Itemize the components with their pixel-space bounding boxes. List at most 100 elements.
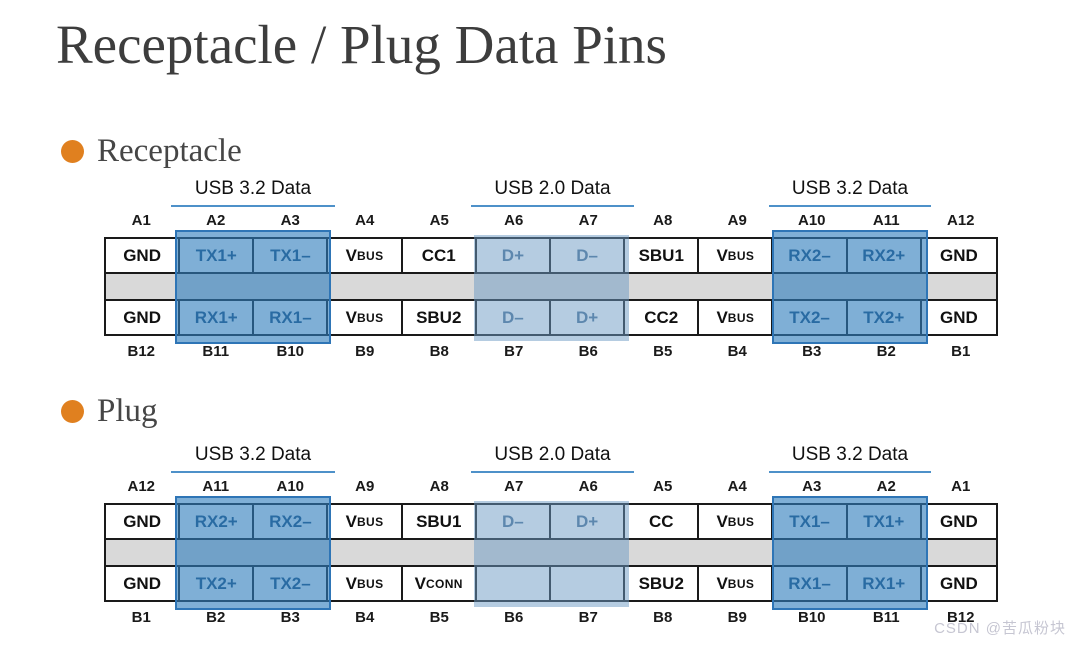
section-heading-label: Plug [97, 393, 158, 429]
pin-cell: RX1– [773, 567, 848, 600]
orange-bullet-icon [61, 400, 84, 423]
pin-cell: RX2– [254, 505, 329, 538]
pin-label: A4 [727, 478, 747, 495]
group-label-usb32-left: USB 3.2 Data [171, 444, 335, 473]
connector-body-spacer [106, 274, 996, 301]
pin-label: B5 [429, 609, 449, 626]
pin-cell: CC2 [625, 301, 700, 334]
pin-cell: GND [940, 573, 978, 593]
a-pin-labels: A1 A2 A3 A4 A5 A6 A7 A8 A9 A10 A11 A12 [104, 212, 998, 229]
pin-label: A3 [802, 478, 822, 495]
pin-label: A4 [355, 212, 375, 229]
pin-cell: GND [940, 511, 978, 531]
pin-cell: TX1– [254, 239, 329, 272]
pin-label: A12 [946, 212, 975, 229]
pin-label: A10 [276, 478, 305, 495]
pin-cell: D+ [551, 301, 626, 334]
pin-cell: TX1– [773, 505, 848, 538]
pin-cell: TX2+ [848, 301, 922, 334]
pin-cell: TX2+ [180, 567, 255, 600]
pin-label: B10 [797, 609, 826, 626]
pin-cell: GND [106, 567, 181, 600]
pin-label: B2 [876, 343, 896, 360]
group-label-usb20: USB 2.0 Data [471, 444, 634, 473]
page-title: Receptacle / Plug Data Pins [56, 14, 667, 75]
pin-label: A7 [578, 212, 598, 229]
pin-label: B7 [578, 609, 598, 626]
pin-label: B6 [504, 609, 524, 626]
plug-pin-diagram: USB 3.2 Data USB 2.0 Data USB 3.2 Data A… [0, 441, 1071, 637]
pin-cell: RX2– [773, 239, 848, 272]
pin-label: B9 [355, 343, 375, 360]
pin-cell: GND [106, 239, 181, 272]
pin-label: A5 [653, 478, 673, 495]
pin-cell: RX2+ [848, 239, 922, 272]
pin-label: A1 [951, 478, 971, 495]
a-pin-labels: A12 A11 A10 A9 A8 A7 A6 A5 A4 A3 A2 A1 [104, 478, 998, 495]
pin-cell: GND [106, 505, 181, 538]
pin-label: B10 [276, 343, 305, 360]
pin-label: B9 [727, 609, 747, 626]
pin-cell: D– [551, 239, 626, 272]
pin-cell: SBU1 [403, 505, 477, 538]
pin-cell: SBU2 [403, 301, 477, 334]
pin-label: A8 [653, 212, 673, 229]
pin-label: B3 [280, 609, 300, 626]
pin-cell: D+ [477, 239, 551, 272]
watermark: CSDN @苦瓜粉块 [934, 620, 1066, 637]
pin-label: A11 [202, 478, 230, 495]
group-label-usb32-right: USB 3.2 Data [769, 444, 931, 473]
pin-cell: GND [106, 301, 181, 334]
pin-cell: CC [625, 505, 700, 538]
b-pin-labels: B12 B11 B10 B9 B8 B7 B6 B5 B4 B3 B2 B1 [104, 343, 998, 360]
pin-label: A2 [876, 478, 896, 495]
pin-cell: TX2– [773, 301, 848, 334]
pin-cell: GND [940, 307, 978, 327]
pin-cell: D+ [551, 505, 626, 538]
section-heading-plug: Plug [61, 393, 158, 430]
pin-cell: GND [940, 245, 978, 265]
pin-label: A1 [131, 212, 151, 229]
pin-cell: RX1+ [848, 567, 922, 600]
pin-label: B12 [127, 343, 156, 360]
pin-label: B3 [802, 343, 822, 360]
pin-label: B8 [653, 609, 673, 626]
pin-label: B11 [872, 609, 900, 626]
pin-label: B12 [946, 609, 975, 626]
pin-cell: TX1+ [848, 505, 922, 538]
orange-bullet-icon [61, 140, 84, 163]
pin-label: A9 [727, 212, 747, 229]
pin-label: A9 [355, 478, 375, 495]
section-heading-label: Receptacle [97, 133, 242, 169]
connector-body-spacer [106, 540, 996, 567]
group-label-usb32-left: USB 3.2 Data [171, 178, 335, 207]
pin-cell: SBU2 [625, 567, 700, 600]
pin-label: A6 [504, 212, 524, 229]
pin-cell: CC1 [403, 239, 477, 272]
pin-cell: SBU1 [625, 239, 700, 272]
pin-label: A12 [127, 478, 156, 495]
pin-cell: RX1– [254, 301, 329, 334]
pin-label: A10 [797, 212, 826, 229]
pin-label: B4 [355, 609, 375, 626]
pin-label: B11 [202, 343, 230, 360]
group-label-usb20: USB 2.0 Data [471, 178, 634, 207]
pin-label: A11 [872, 212, 900, 229]
pin-cell [477, 567, 551, 600]
pin-label: B5 [653, 343, 673, 360]
pin-label: A6 [578, 478, 598, 495]
